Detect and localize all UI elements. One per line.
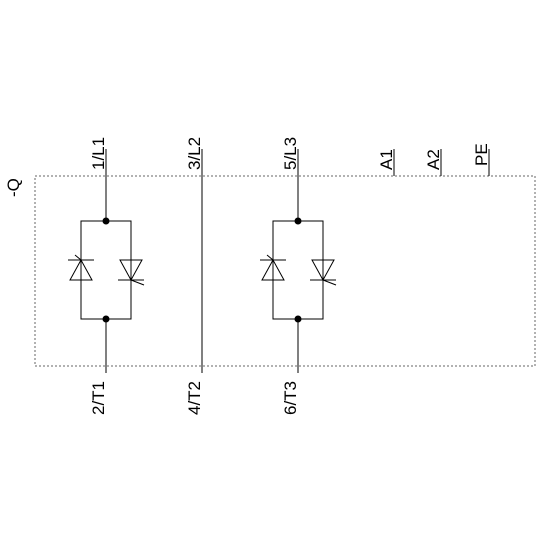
antiparallel-loop bbox=[80, 220, 132, 320]
thyristor-down-icon bbox=[310, 259, 337, 286]
terminal-label-a2: A2 bbox=[424, 149, 443, 170]
phase-3-thyristor-pair bbox=[260, 149, 337, 373]
terminal-label-t1: 2/T1 bbox=[89, 381, 108, 415]
terminal-label-l3: 5/L3 bbox=[281, 137, 300, 170]
thyristor-up-icon bbox=[260, 254, 286, 281]
terminal-label-l1: 1/L1 bbox=[89, 137, 108, 170]
terminal-label-pe: PE bbox=[472, 143, 491, 166]
junction-dot bbox=[102, 315, 110, 323]
junction-dot bbox=[102, 217, 110, 225]
device-boundary bbox=[34, 175, 536, 367]
junction-dot bbox=[294, 315, 302, 323]
phase-1-thyristor-pair bbox=[68, 149, 145, 373]
terminal-label-l2: 3/L2 bbox=[185, 137, 204, 170]
thyristor-down-icon bbox=[118, 259, 145, 286]
antiparallel-loop bbox=[272, 220, 324, 320]
thyristor-up-icon bbox=[68, 254, 94, 281]
terminal-label-t2: 4/T2 bbox=[185, 381, 204, 415]
terminal-label-a1: A1 bbox=[377, 149, 396, 170]
device-label: -Q bbox=[4, 178, 23, 197]
junction-dot bbox=[294, 217, 302, 225]
terminal-label-t3: 6/T3 bbox=[281, 381, 300, 415]
